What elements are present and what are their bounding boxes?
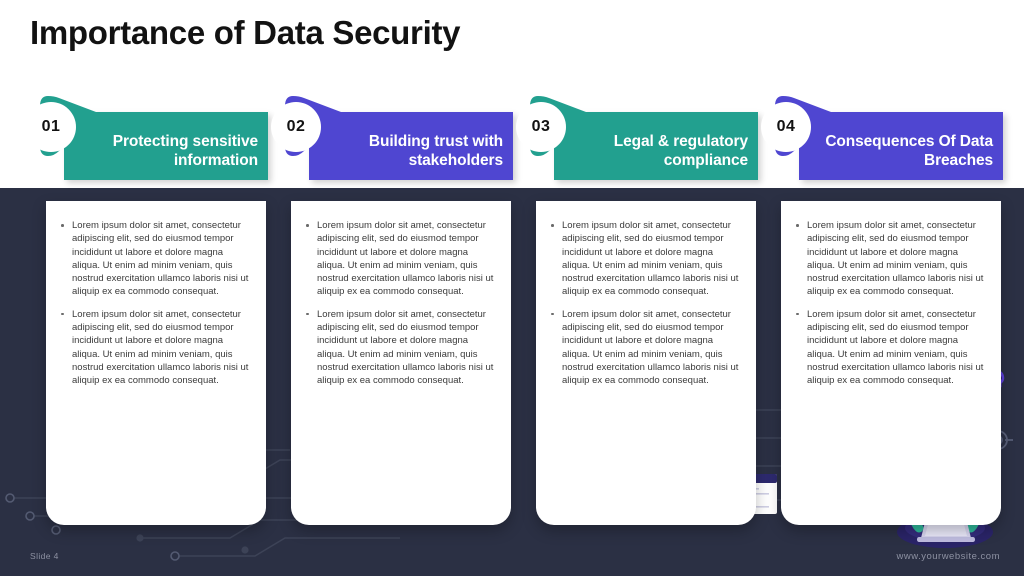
card-number-4: 04	[761, 102, 811, 152]
card-body-1: Lorem ipsum dolor sit amet, consectetur …	[46, 201, 266, 525]
list-item: Lorem ipsum dolor sit amet, consectetur …	[306, 308, 497, 388]
card-badge-3: 03	[516, 88, 602, 166]
card-number-2: 02	[271, 102, 321, 152]
list-item: Lorem ipsum dolor sit amet, consectetur …	[306, 219, 497, 299]
card-header-3: Legal & regulatory compliance	[554, 112, 758, 180]
card-body-4: Lorem ipsum dolor sit amet, consectetur …	[781, 201, 1001, 525]
card-badge-4: 04	[761, 88, 847, 166]
card-number-3: 03	[516, 102, 566, 152]
card-header-2: Building trust with stakeholders	[309, 112, 513, 180]
list-item: Lorem ipsum dolor sit amet, consectetur …	[551, 308, 742, 388]
card-heading-1: Protecting sensitive information	[112, 133, 258, 169]
card-badge-2: 02	[271, 88, 357, 166]
list-item: Lorem ipsum dolor sit amet, consectetur …	[796, 219, 987, 299]
card-header-4: Consequences Of Data Breaches	[799, 112, 1003, 180]
card-header-1: Protecting sensitive information	[64, 112, 268, 180]
bullet-list-1: Lorem ipsum dolor sit amet, consectetur …	[56, 219, 252, 388]
card-body-2: Lorem ipsum dolor sit amet, consectetur …	[291, 201, 511, 525]
card-badge-1: 01	[26, 88, 112, 166]
list-item: Lorem ipsum dolor sit amet, consectetur …	[551, 219, 742, 299]
card-number-1: 01	[26, 102, 76, 152]
list-item: Lorem ipsum dolor sit amet, consectetur …	[61, 219, 252, 299]
bullet-list-2: Lorem ipsum dolor sit amet, consectetur …	[301, 219, 497, 388]
card-body-3: Lorem ipsum dolor sit amet, consectetur …	[536, 201, 756, 525]
card-heading-3: Legal & regulatory compliance	[613, 133, 748, 169]
slide-number-label: Slide 4	[30, 551, 59, 561]
list-item: Lorem ipsum dolor sit amet, consectetur …	[796, 308, 987, 388]
list-item: Lorem ipsum dolor sit amet, consectetur …	[61, 308, 252, 388]
card-heading-2: Building trust with stakeholders	[368, 133, 503, 169]
card-heading-4: Consequences Of Data Breaches	[825, 133, 993, 169]
bullet-list-3: Lorem ipsum dolor sit amet, consectetur …	[546, 219, 742, 388]
bullet-list-4: Lorem ipsum dolor sit amet, consectetur …	[791, 219, 987, 388]
page-title: Importance of Data Security	[30, 14, 461, 51]
website-url-label: www.yourwebsite.com	[896, 551, 1000, 562]
